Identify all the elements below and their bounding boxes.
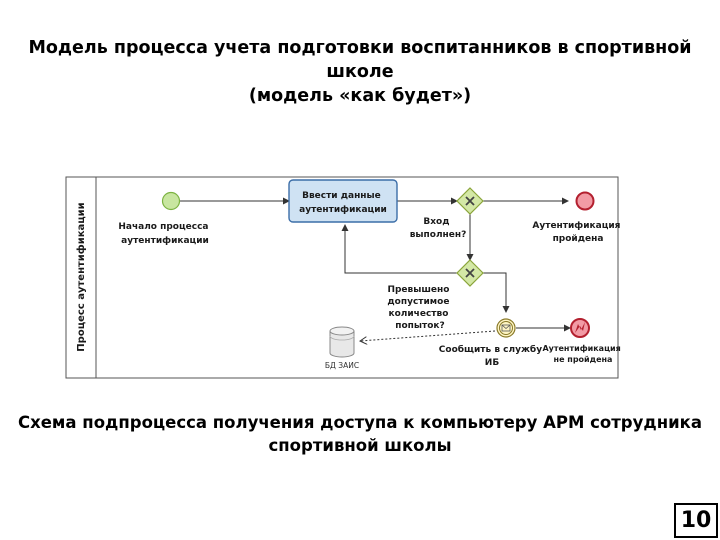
svg-text:Начало процесса аутентифик: Начало процесса аутентификации (118, 222, 211, 246)
task-enter-credentials (288, 179, 398, 223)
data-association-to-db (360, 330, 496, 341)
slide-title: Модель процесса учета подготовки воспита… (10, 36, 710, 108)
page-number: 10 (674, 503, 718, 538)
svg-text:Вход выполнен?: Вход выполнен? (410, 217, 467, 240)
end-event-failure (570, 318, 590, 338)
title-line-1: Модель процесса учета подготовки воспита… (28, 38, 692, 58)
flow-gateway2-to-task (341, 224, 457, 274)
svg-text:Превышено допустимое к: Превышено допустимое количество попыток? (387, 285, 452, 331)
end-success-label-2: пройдена (553, 234, 604, 244)
svg-text:Аутентификация не пройдена: Аутентификация не пройдена (542, 344, 623, 364)
gateway2-label-2: допустимое (387, 297, 449, 307)
database-icon (329, 326, 355, 358)
end-failure-label-2: не пройдена (554, 355, 613, 364)
gateway2-label-1: Превышено (387, 285, 449, 295)
message-event-label-2: ИБ (485, 358, 500, 368)
database-label: БД ЗАИС (325, 361, 359, 370)
start-event-label-1: Начало процесса (118, 222, 208, 232)
task-label-2: аутентификации (299, 205, 387, 215)
message-event-label-1: Сообщить в службу (439, 344, 542, 355)
gateway2-label-4: попыток? (395, 321, 445, 331)
title-line-2: школе (326, 62, 394, 82)
gateway1-label-1: Вход (423, 217, 449, 227)
end-failure-label-1: Аутентификация (542, 344, 620, 353)
title-line-3: (модель «как будет») (248, 86, 472, 106)
start-event-label-2: аутентификации (121, 236, 209, 246)
caption-line-1: Схема подпроцесса получения доступа к ко… (17, 413, 702, 432)
svg-text:Сообщить в службу ИБ: Сообщить в службу ИБ (439, 344, 545, 368)
gateway1-label-2: выполнен? (410, 230, 467, 240)
gateway-attempts-exceeded (456, 259, 484, 287)
svg-text:Аутентификация пройдена: Аутентификация пройдена (532, 221, 623, 244)
task-label-1: Ввести данные (302, 191, 381, 201)
gateway-login-success (456, 187, 484, 215)
message-event-notify-security (496, 318, 516, 338)
gateway2-label-3: количество (388, 309, 448, 319)
pool-label: Процесс аутентификации (75, 202, 87, 351)
caption-line-2: спортивной школы (268, 436, 452, 455)
diagram-caption: Схема подпроцесса получения доступа к ко… (10, 411, 710, 457)
svg-text:Ввести данные аутентификац: Ввести данные аутентификации (299, 191, 387, 215)
start-event (161, 191, 181, 211)
end-event-success (575, 191, 595, 211)
flow-gateway2-to-message (483, 272, 510, 313)
end-success-label-1: Аутентификация (532, 221, 620, 231)
